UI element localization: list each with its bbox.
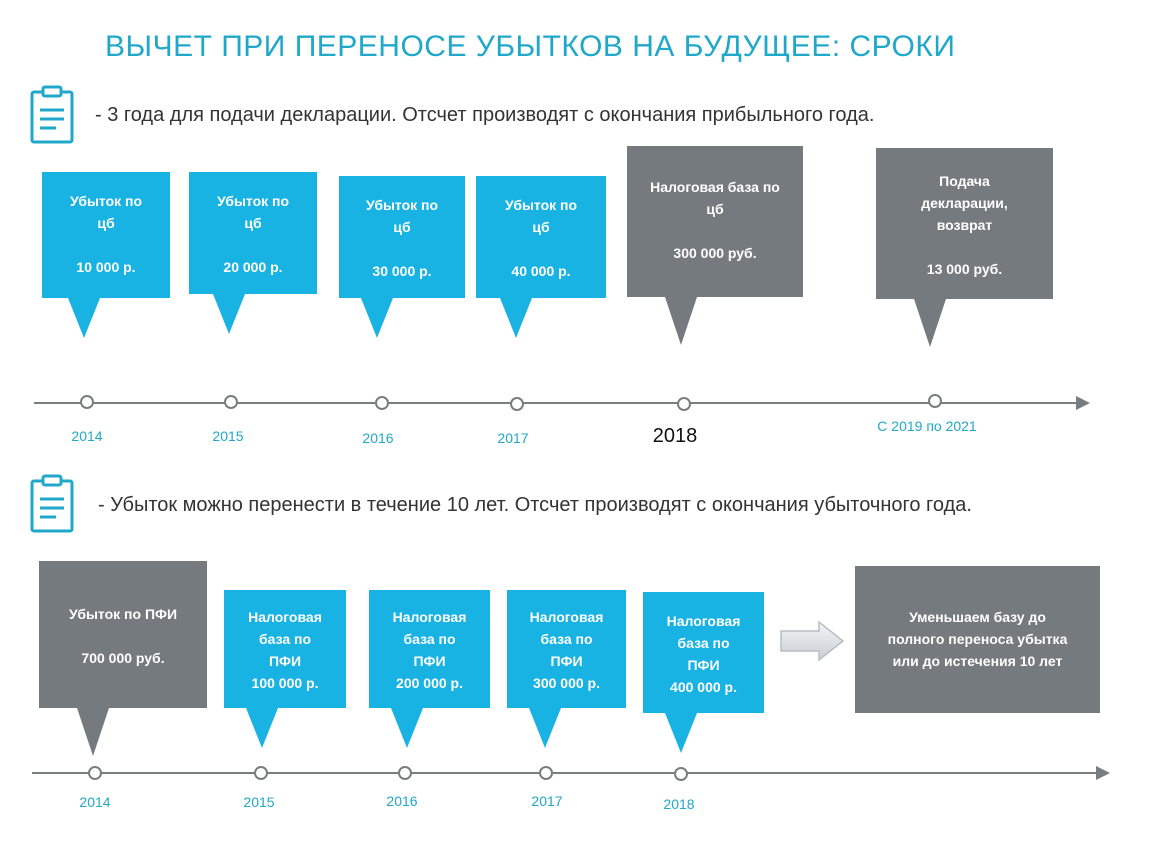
timeline-2-marker-2015 — [254, 766, 268, 780]
timeline-1-marker-2018 — [677, 397, 691, 411]
timeline-1-marker-2019-2021 — [928, 394, 942, 408]
timeline-2-arrowhead — [1096, 766, 1110, 780]
note-tax-return-deadline: - 3 года для подачи декларации. Отсчет п… — [95, 104, 875, 126]
timeline-2-line — [32, 772, 1098, 774]
timeline-2-year-label: 2014 — [79, 794, 111, 810]
timeline-1-year-label-current: 2018 — [652, 425, 698, 447]
timeline-1-arrowhead — [1076, 396, 1090, 410]
note-loss-carryforward-period: - Убыток можно перенести в течение 10 ле… — [98, 494, 972, 516]
timeline-2-marker-2017 — [539, 766, 553, 780]
timeline-1-marker-2015 — [224, 395, 238, 409]
timeline-1-line — [34, 402, 1078, 404]
timeline-2-year-label: 2017 — [531, 793, 563, 809]
timeline-2-year-label: 2015 — [243, 794, 275, 810]
timeline-2-year-label: 2016 — [386, 793, 418, 809]
timeline-2-marker-2014 — [88, 766, 102, 780]
page-title: ВЫЧЕТ ПРИ ПЕРЕНОСЕ УБЫТКОВ НА БУДУЩЕЕ: С… — [105, 30, 956, 63]
timeline-2-marker-2016 — [398, 766, 412, 780]
timeline-1-marker-2016 — [375, 396, 389, 410]
timeline-1-marker-2014 — [80, 395, 94, 409]
right-arrow-icon — [780, 620, 845, 662]
timeline-2-marker-2018 — [674, 767, 688, 781]
clipboard-icon — [30, 85, 74, 144]
timeline-1-year-label: 2015 — [212, 428, 244, 444]
timeline-1-marker-2017 — [510, 397, 524, 411]
timeline-1-year-label: 2017 — [497, 430, 529, 446]
timeline-1-year-label: 2016 — [362, 430, 394, 446]
timeline-2-year-label: 2018 — [663, 796, 695, 812]
timeline-1-year-label: 2014 — [71, 428, 103, 444]
timeline-1-year-label: С 2019 по 2021 — [877, 418, 977, 434]
clipboard-icon — [30, 474, 74, 533]
